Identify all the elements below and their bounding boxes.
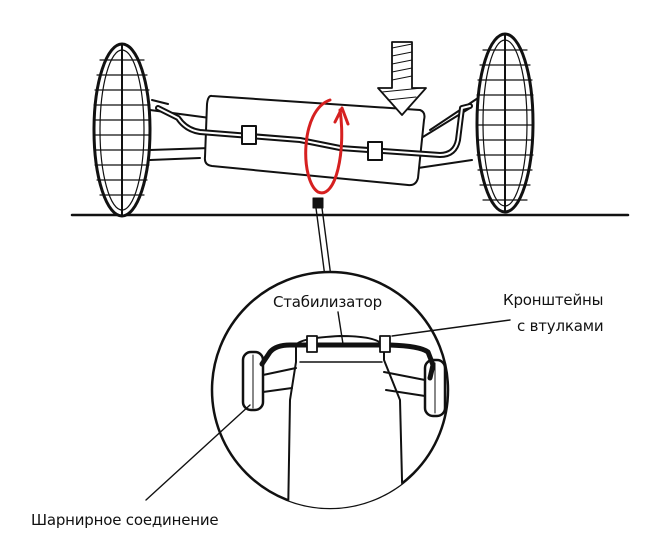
car-axle-illustration	[70, 32, 630, 301]
right-small-wheel	[423, 358, 447, 418]
left-small-wheel	[241, 350, 265, 412]
label-brackets-line1: Кронштейны	[503, 291, 604, 309]
left-suspension-arm	[149, 99, 211, 161]
magnified-view	[145, 270, 511, 510]
car-body-rear	[287, 335, 404, 508]
label-ball-joint: Шарнирное соединение	[31, 511, 219, 529]
bracket-right	[379, 335, 391, 353]
down-arrow-icon	[377, 41, 427, 116]
leader-stabilizer	[337, 311, 344, 345]
label-brackets-line2: с втулками	[517, 317, 604, 335]
right-bushing	[367, 141, 383, 161]
pointer-tab	[312, 197, 324, 209]
rotation-arrow-icon	[304, 98, 350, 195]
left-bushing	[241, 125, 257, 145]
leader-brackets	[391, 319, 511, 337]
right-wheel	[475, 32, 535, 214]
leader-ball-joint	[145, 404, 251, 501]
bracket-left	[306, 335, 318, 353]
label-stabilizer: Стабилизатор	[273, 293, 382, 311]
left-wheel	[92, 42, 152, 218]
